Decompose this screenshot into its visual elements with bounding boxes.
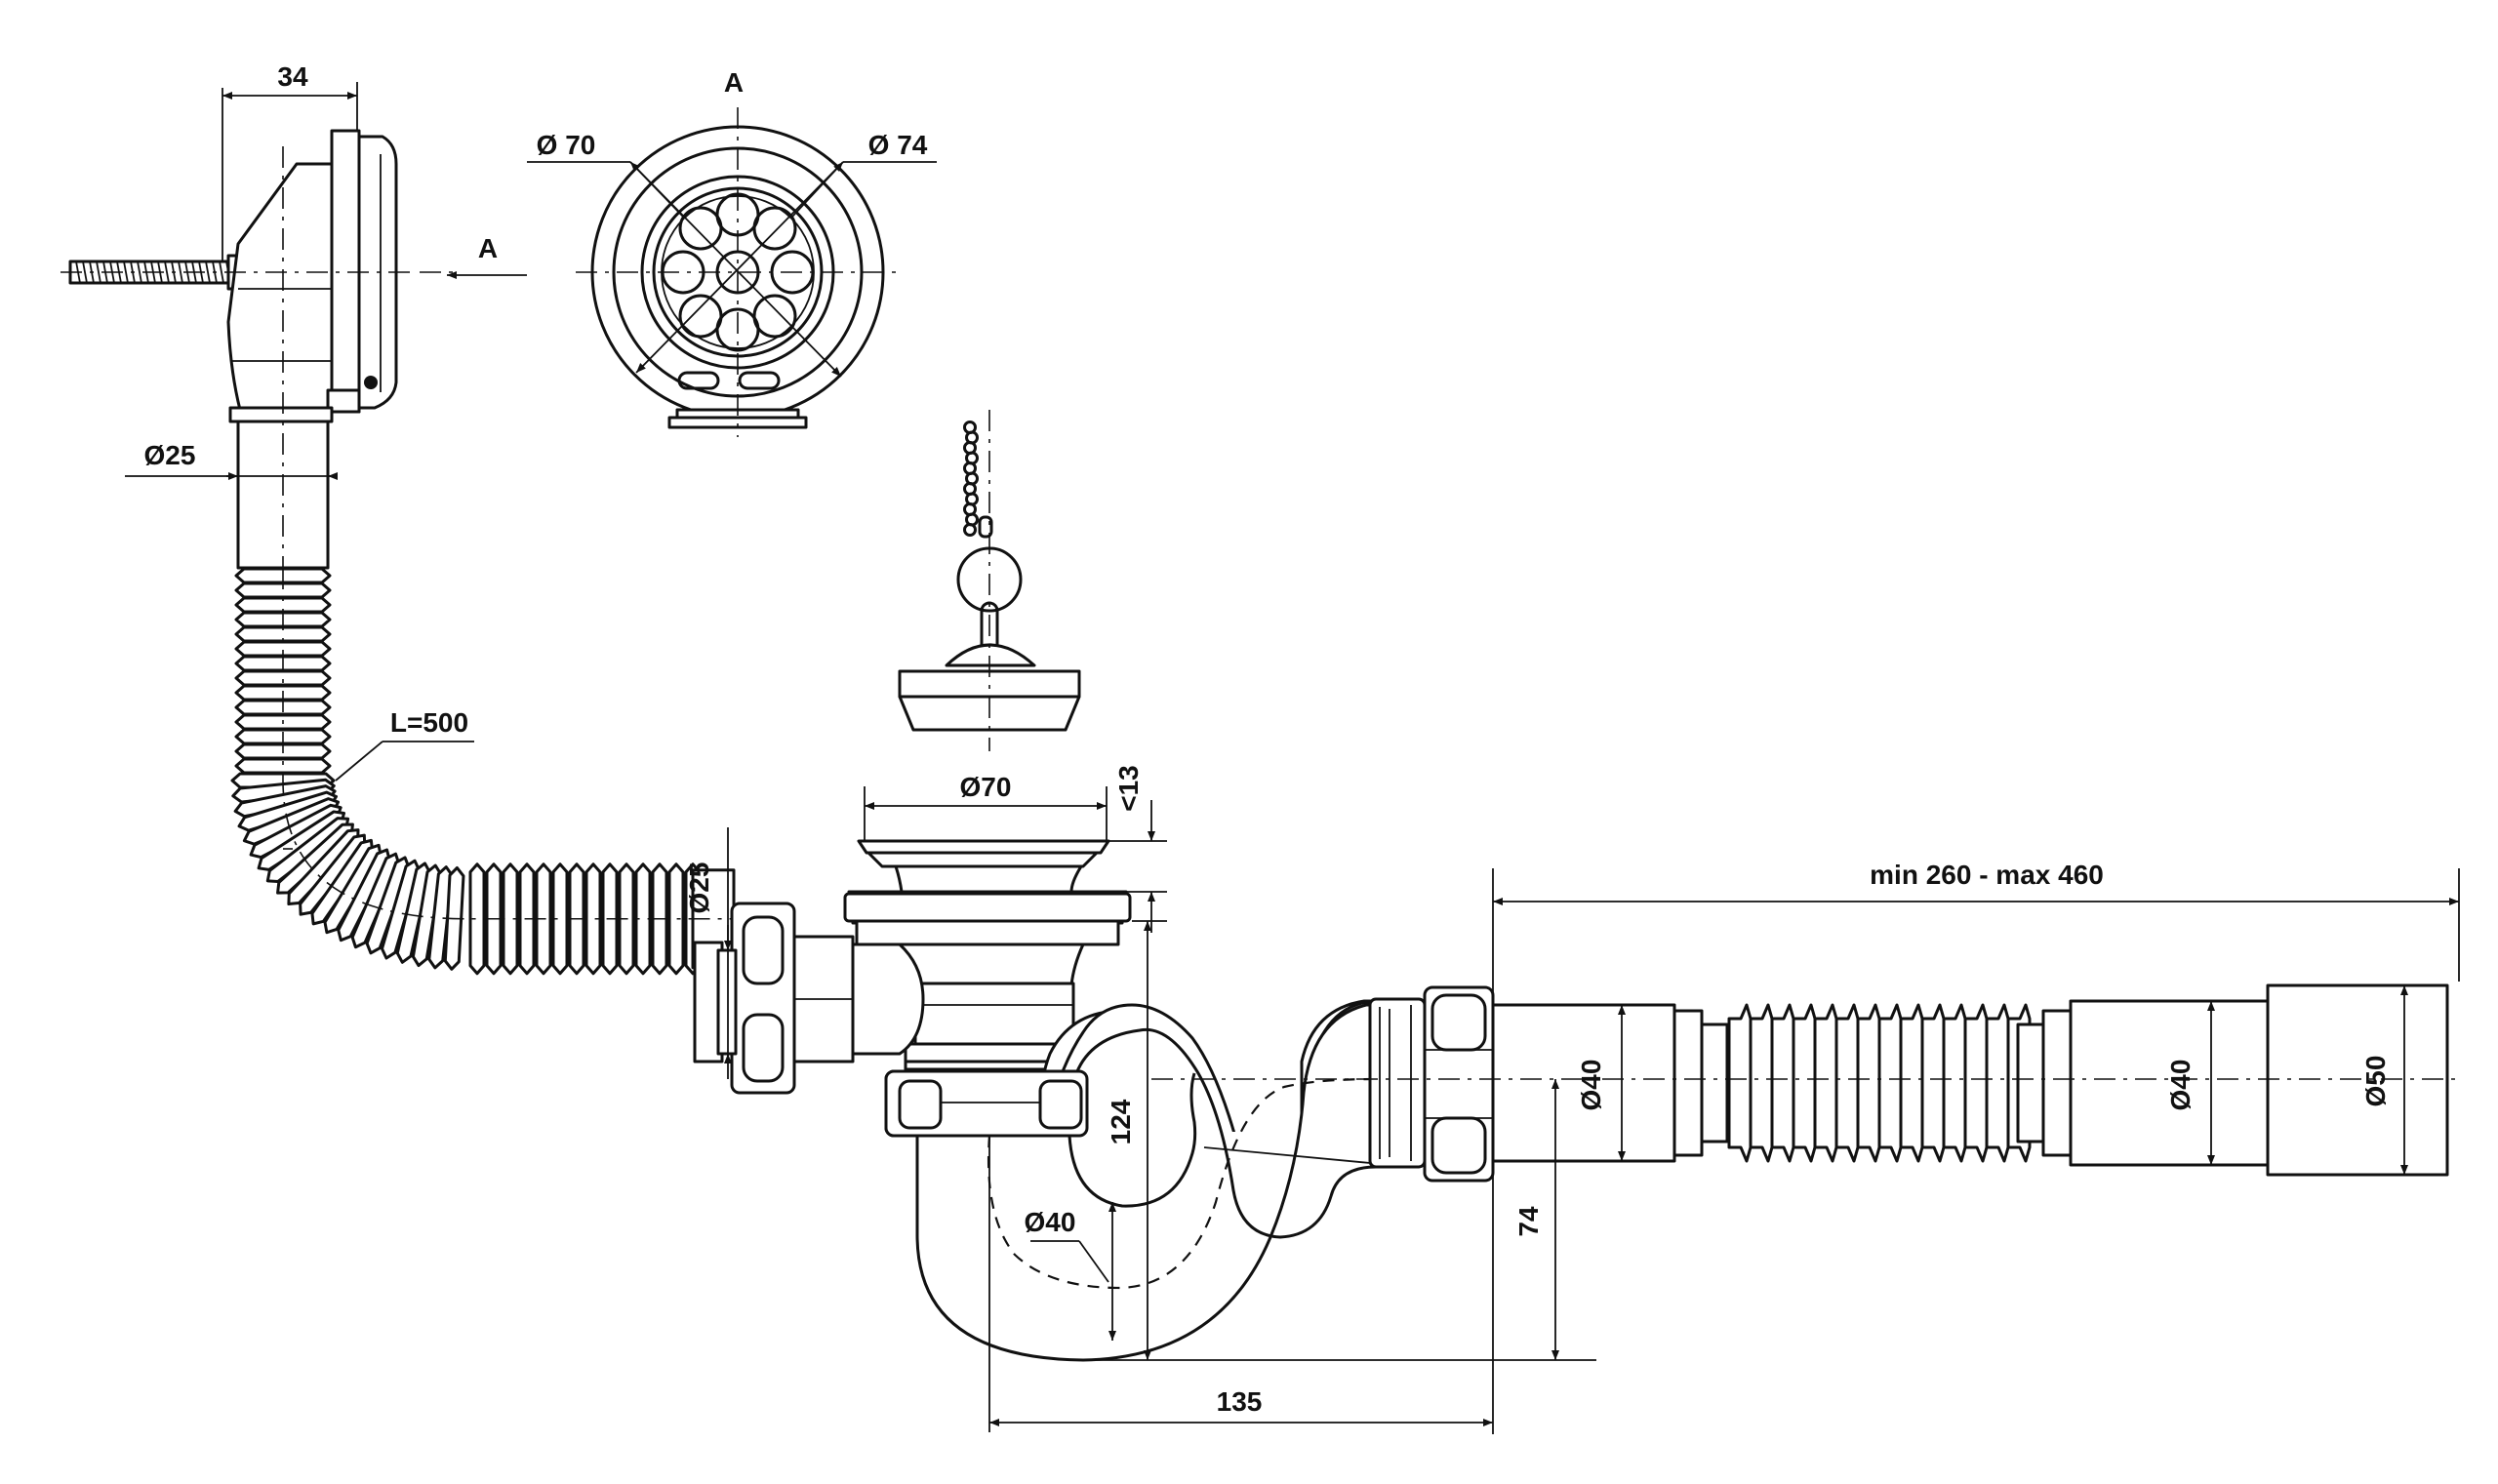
trap-top-nut <box>884 1069 1089 1138</box>
dimensions <box>125 82 2460 1434</box>
label-hose-length: L=500 <box>390 707 468 738</box>
chain <box>963 421 993 539</box>
overflow-corrugated-hose <box>230 567 736 976</box>
label-width-34: 34 <box>277 61 308 92</box>
label-section-a: A <box>724 67 744 98</box>
label-dia-50: Ø50 <box>2360 1056 2391 1107</box>
label-dia-25-overflow: Ø25 <box>144 440 196 470</box>
dimension-labels: 34 A A Ø 70 Ø 74 Ø25 L=500 Ø70 <13 Ø25 m… <box>144 61 2391 1417</box>
overflow-screw-head-icon <box>364 376 378 389</box>
outlet-corrugated-hose <box>1727 1003 2032 1163</box>
label-dia-40-second: Ø40 <box>2165 1060 2196 1111</box>
label-height-124: 124 <box>1106 1099 1136 1144</box>
label-outlet-range: min 260 - max 460 <box>1870 860 2104 890</box>
label-width-135: 135 <box>1217 1386 1263 1417</box>
label-dia-25-vertical: Ø25 <box>684 862 714 914</box>
label-dia-40-outlet: Ø40 <box>1576 1060 1606 1111</box>
label-dia-74-grate: Ø 74 <box>868 130 928 160</box>
overflow-assembly <box>60 129 416 849</box>
overflow-hose-nut <box>693 902 855 1095</box>
label-view-arrow-a: A <box>478 233 498 263</box>
label-max-13: <13 <box>1113 765 1144 812</box>
trap-outlet <box>1368 985 1495 1183</box>
label-dia-40-trap: Ø40 <box>1025 1207 1076 1237</box>
plug-with-chain <box>898 410 1081 751</box>
label-dia-70-drain: Ø70 <box>960 772 1012 802</box>
label-height-74: 74 <box>1513 1206 1544 1237</box>
outlet-pipe <box>1151 983 2459 1177</box>
grate-view-a <box>527 107 937 437</box>
label-dia-70-grate: Ø 70 <box>537 130 596 160</box>
